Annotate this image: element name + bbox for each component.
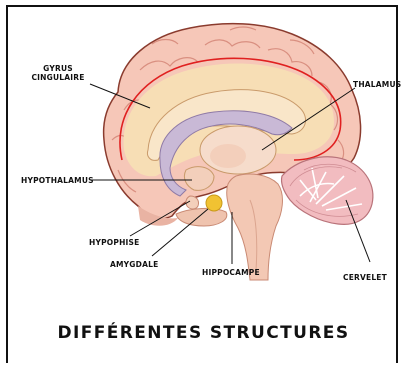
- label-cervelet: CERVELET: [343, 273, 387, 282]
- label-gyrus-cingulaire: GYRUS CINGULAIRE: [31, 64, 85, 82]
- label-hypothalamus: HYPOTHALAMUS: [21, 176, 94, 185]
- brainstem: [227, 174, 283, 280]
- label-gyrus-line2: CINGULAIRE: [31, 73, 85, 82]
- amygdala: [206, 195, 222, 211]
- page-title: DIFFÉRENTES STRUCTURES: [0, 323, 407, 343]
- label-hypophise: HYPOPHISE: [89, 238, 139, 247]
- label-gyrus-line1: GYRUS: [31, 64, 85, 73]
- label-hippocampe: HIPPOCAMPE: [202, 268, 260, 277]
- cerebellum: [281, 157, 372, 225]
- hippocampus: [176, 208, 227, 226]
- label-thalamus: THALAMUS: [353, 80, 401, 89]
- label-amygdale: AMYGDALE: [110, 260, 158, 269]
